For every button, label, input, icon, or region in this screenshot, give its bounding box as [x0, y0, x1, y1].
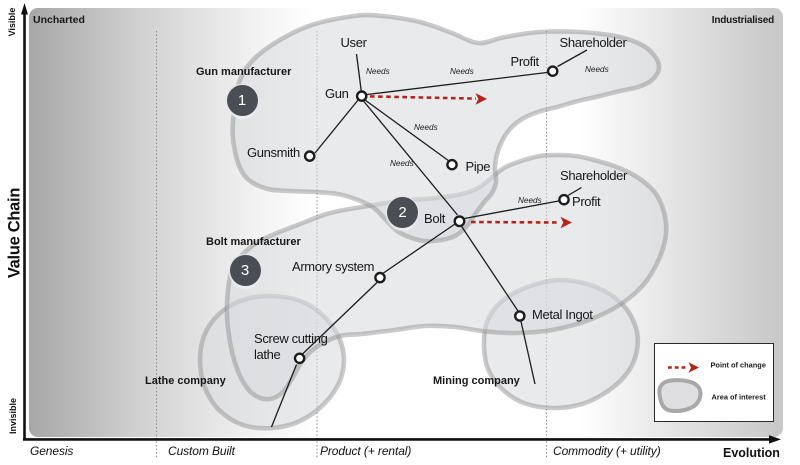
svg-text:Area of interest: Area of interest [712, 393, 767, 402]
svg-text:Point of change: Point of change [711, 361, 766, 370]
